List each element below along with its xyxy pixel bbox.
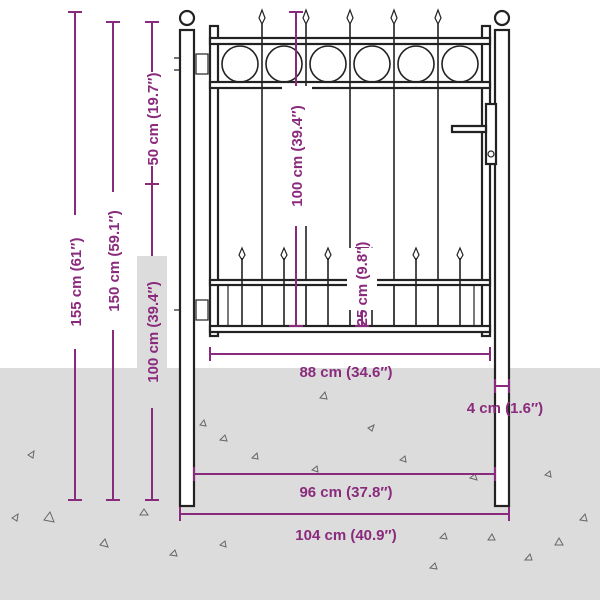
- label-lower-height: 100 cm (39.4″): [145, 281, 162, 382]
- label-upper-height: 50 cm (19.7″): [145, 72, 162, 165]
- short-bars: [227, 246, 475, 326]
- left-post-cap: [178, 9, 196, 27]
- gate-right-stile: [480, 24, 492, 338]
- lock-box: [484, 102, 498, 166]
- keyhole-icon: [487, 150, 495, 158]
- label-total-height: 155 cm (61″): [68, 238, 85, 327]
- label-outer-width: 104 cm (40.9″): [295, 527, 396, 544]
- label-inner-width: 96 cm (37.8″): [299, 484, 392, 501]
- label-spear-height: 25 cm (9.8″): [354, 242, 371, 327]
- gate-left-stile: [208, 24, 220, 338]
- dimension-labels: 155 cm (61″) 150 cm (59.1″) 50 cm (19.7″…: [68, 72, 543, 544]
- bottom-rail: [208, 324, 492, 334]
- right-post-cap: [493, 9, 511, 27]
- label-post-width: 4 cm (1.6″): [467, 400, 543, 417]
- left-post: [178, 28, 196, 508]
- right-post: [493, 28, 511, 508]
- label-gate-width: 88 cm (34.6″): [299, 364, 392, 381]
- label-post-height: 150 cm (59.1″): [106, 210, 123, 311]
- label-gate-height: 100 cm (39.4″): [289, 105, 306, 206]
- ground-pebbles: [11, 390, 588, 570]
- lower-hinge: [195, 299, 209, 321]
- decorative-circles: [221, 45, 479, 83]
- upper-hinge: [195, 53, 209, 75]
- door-handle: [450, 124, 488, 134]
- dimension-lines: [68, 11, 510, 521]
